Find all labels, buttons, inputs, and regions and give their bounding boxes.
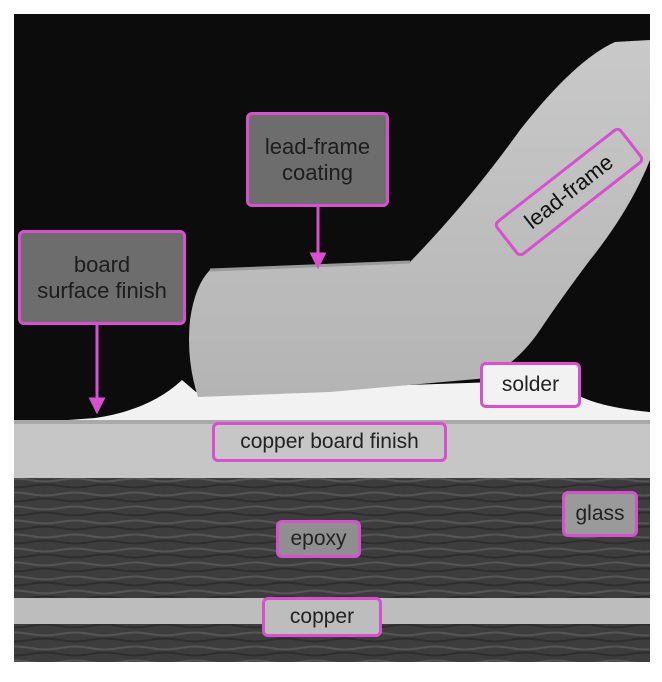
label-glass: glass (562, 491, 638, 537)
label-epoxy: epoxy (276, 520, 361, 558)
label-lead-frame-coating: lead-frame coating (246, 112, 389, 207)
label-board-surface-finish: board surface finish (18, 230, 186, 325)
label-solder: solder (480, 362, 581, 408)
label-copper: copper (262, 597, 382, 637)
label-copper-board-finish: copper board finish (212, 422, 447, 462)
